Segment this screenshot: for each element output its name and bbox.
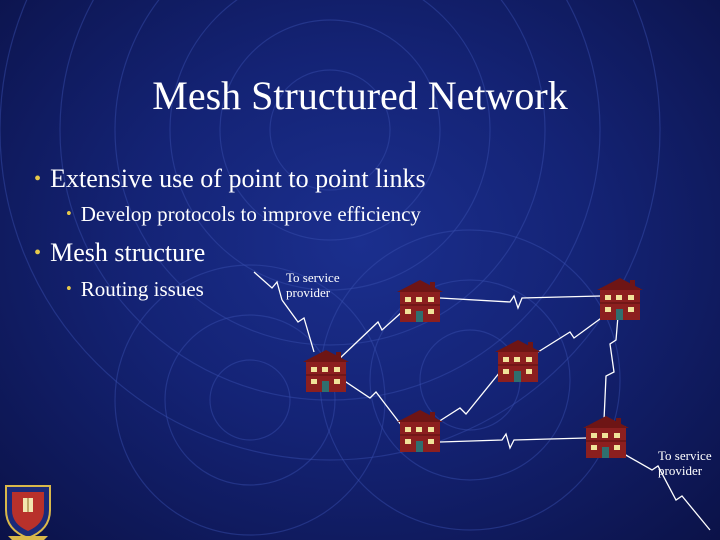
link-house-left-bottom bbox=[339, 377, 403, 427]
link-service-to-house-left bbox=[281, 299, 315, 353]
link-service-bottom bbox=[623, 453, 711, 531]
house-icon bbox=[396, 409, 444, 453]
bullet-dot-icon: • bbox=[34, 168, 42, 190]
house-icon bbox=[582, 415, 630, 459]
service-provider-label-bottom: To service provider bbox=[658, 448, 712, 478]
slide-title: Mesh Structured Network bbox=[152, 73, 568, 118]
house-icon bbox=[494, 339, 542, 383]
link-house-middle-topright bbox=[537, 315, 605, 353]
house-icon bbox=[396, 279, 444, 323]
bullet-2-text: Mesh structure bbox=[50, 238, 206, 267]
crest-icon bbox=[5, 485, 51, 540]
link-house-topleft-left bbox=[337, 311, 403, 361]
bullet-1-sub-text: Develop protocols to improve efficiency bbox=[80, 202, 421, 226]
service-label-line2: provider bbox=[658, 463, 703, 478]
bullet-dot-icon: • bbox=[34, 242, 42, 264]
house-icon bbox=[596, 277, 644, 321]
bullet-2: • Mesh structure bbox=[34, 238, 205, 268]
service-label-line1: To service bbox=[658, 448, 712, 463]
bullet-1-sub: • Develop protocols to improve efficiency bbox=[66, 202, 421, 227]
service-provider-label-top: To service provider bbox=[286, 270, 340, 300]
service-label-line1: To service bbox=[286, 270, 340, 285]
service-label-line2: provider bbox=[286, 285, 331, 300]
bullet-1-text: Extensive use of point to point links bbox=[50, 164, 426, 193]
link-service-top bbox=[253, 271, 283, 301]
link-house-topleft-topright bbox=[439, 294, 601, 310]
bullet-2-sub: • Routing issues bbox=[66, 277, 204, 302]
bullet-dot-icon: • bbox=[66, 204, 72, 223]
bullet-dot-icon: • bbox=[66, 279, 72, 298]
link-house-bottom-bottomright bbox=[439, 432, 587, 450]
bullet-1: • Extensive use of point to point links bbox=[34, 164, 426, 194]
bullet-2-sub-text: Routing issues bbox=[80, 277, 204, 301]
lightning-link bbox=[253, 271, 711, 531]
link-house-topright-bottomright bbox=[603, 315, 619, 421]
link-house-bottom-middle bbox=[437, 371, 501, 423]
